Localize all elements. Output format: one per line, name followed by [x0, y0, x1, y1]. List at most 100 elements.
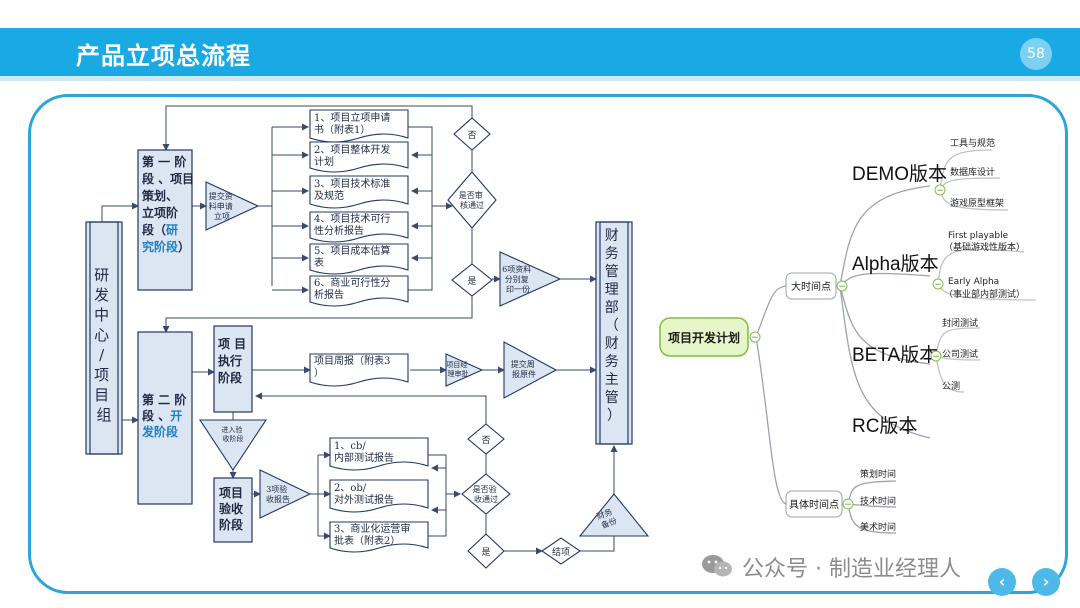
collapse-toggle-demo[interactable] — [934, 184, 946, 196]
alpha-item-1-title: First playable — [948, 231, 1009, 241]
doc-1 — [309, 109, 409, 143]
weekly-report-label: 项目周报（附表3 ） — [314, 354, 394, 379]
beta-item-3: 公测 — [942, 381, 960, 392]
org-label: 研 发 中 心 / 项 目 组 — [94, 266, 114, 424]
rc-version-label: RC版本 — [852, 415, 917, 437]
alpha-version-label: Alpha版本 — [852, 253, 939, 275]
no-label-1: 否 — [467, 130, 476, 141]
submit-material-label: 提交资 料申请 立项 — [209, 191, 236, 221]
yes-diamond-2 — [467, 533, 505, 569]
doc-6 — [309, 275, 409, 307]
slide-title: 产品立项总流程 — [76, 42, 251, 70]
doc-6-label: 6、商业可行性分析报告 — [314, 276, 390, 301]
spec-item-1: 策划时间 — [860, 468, 896, 480]
demo-version-label: DEMO版本 — [852, 163, 947, 185]
doc-4-label: 4、项目技术可行性分析报告 — [314, 212, 390, 237]
page-number-badge: 58 — [1020, 38, 1052, 70]
collapse-toggle-big[interactable] — [836, 280, 848, 292]
svg-text:−: − — [838, 282, 846, 292]
demo-item-2: 数据库设计 — [950, 166, 995, 178]
exec-stage-label: 项 目 执行 阶段 — [218, 337, 250, 385]
doc-5-label: 5、项目成本估算表 — [314, 244, 390, 269]
yes-label-2: 是 — [481, 547, 490, 558]
mindmap-root-node — [659, 317, 749, 357]
doc-2-label: 2、项目整体开发计划 — [314, 143, 390, 168]
spec-item-3: 美术时间 — [860, 521, 896, 533]
weekly-report-doc — [309, 353, 409, 387]
beta-version-label: BETA版本 — [852, 344, 938, 366]
pm-review-label: 项目经 理审批 — [446, 360, 469, 378]
header-stripe — [0, 76, 1080, 81]
spec-item-2: 技术时间 — [860, 495, 896, 507]
report-1-label: 1、cb/内部测试报告 — [334, 441, 394, 464]
no-diamond-2 — [467, 423, 505, 455]
stage2-box — [137, 331, 193, 505]
beta-item-2: 公司测试 — [942, 348, 978, 360]
stage2-label: 第 二 阶 段 、开 发阶段 — [141, 392, 191, 439]
stage1-box — [137, 149, 193, 291]
report-doc-1 — [329, 437, 429, 471]
pm-review-triangle — [445, 353, 484, 387]
doc-4 — [309, 211, 409, 243]
header-bar — [0, 28, 1080, 76]
specific-time-label: 具体时间点 — [789, 498, 839, 511]
stage1-label: 第 一 阶 段 、项目 策划、 立项阶 段（研 究阶段） — [142, 154, 198, 254]
doc-2 — [309, 141, 409, 173]
enter-accept-label: 进入验 收阶段 — [221, 425, 244, 443]
exec-stage-box — [213, 325, 253, 413]
yes-diamond-1 — [451, 263, 493, 297]
demo-item-1: 工具与规范 — [950, 137, 995, 149]
next-slide-button[interactable]: › — [1032, 568, 1060, 596]
prev-slide-button[interactable]: ‹ — [988, 568, 1016, 596]
svg-text:−: − — [751, 333, 759, 343]
accept-pass-label: 是否验 收通过 — [473, 484, 500, 504]
watermark-text: 公众号 · 制造业经理人 — [742, 557, 961, 582]
close-diamond — [541, 537, 581, 565]
no-diamond-1 — [453, 117, 491, 151]
svg-text:−: − — [932, 352, 940, 362]
report-3-label: 3、商业化运营审批表（附表2） — [334, 522, 410, 547]
doc-3-label: 3、项目技术标准及规范 — [314, 177, 390, 202]
three-reports-label: 3项验 收报告 — [266, 484, 290, 504]
svg-text:−: − — [934, 280, 942, 290]
collapse-toggle-root[interactable] — [749, 331, 761, 343]
collapse-toggle-specific[interactable] — [842, 498, 854, 510]
svg-text:−: − — [936, 186, 944, 196]
submit-material-triangle — [205, 181, 260, 231]
alpha-item-2-title: Early Alpha — [948, 277, 999, 287]
six-docs-label: 6项资料 分别复 印一份 — [502, 264, 534, 294]
finance-ops-triangle — [578, 493, 650, 537]
collapse-toggle-beta[interactable] — [930, 350, 942, 362]
accept-stage-label: 项目 验收 阶段 — [219, 486, 247, 532]
submit-weekly-label: 提交周 报原件 — [511, 359, 538, 379]
doc-5 — [309, 243, 409, 275]
alpha-item-2-sub: （事业部内部测试） — [944, 288, 1025, 300]
wechat-icon — [702, 555, 732, 577]
specific-time-node — [785, 490, 843, 518]
finance-label: 财 务 管 理 部 （ 财 务 主 管 ） — [605, 228, 623, 424]
no-label-2: 否 — [481, 435, 490, 446]
copy-docs-triangle — [499, 251, 562, 307]
svg-text:−: − — [844, 500, 852, 510]
report-doc-3 — [329, 521, 429, 553]
report-doc-2 — [329, 479, 429, 513]
close-label: 结项 — [552, 546, 570, 558]
submit-weekly-triangle — [503, 341, 558, 399]
enter-accept-triangle — [198, 419, 268, 471]
mindmap-root-label: 项目开发计划 — [668, 330, 740, 345]
review-pass-diamond — [447, 171, 497, 229]
yes-label-1: 是 — [467, 276, 476, 287]
big-time-node — [785, 272, 837, 300]
demo-item-3: 游戏原型框架 — [950, 197, 1004, 209]
collapse-toggle-alpha[interactable] — [932, 278, 944, 290]
doc-3 — [309, 175, 409, 209]
report-2-label: 2、ob/对外测试报告 — [334, 483, 394, 506]
finance-box — [595, 221, 633, 445]
review-pass-label: 是否审 核通过 — [459, 190, 486, 210]
accept-stage-box — [213, 477, 253, 543]
alpha-item-1-sub: （基础游戏性版本） — [944, 241, 1025, 253]
accept-pass-diamond — [461, 473, 511, 515]
content-frame — [28, 94, 1068, 594]
beta-item-1: 封闭测试 — [942, 317, 978, 329]
